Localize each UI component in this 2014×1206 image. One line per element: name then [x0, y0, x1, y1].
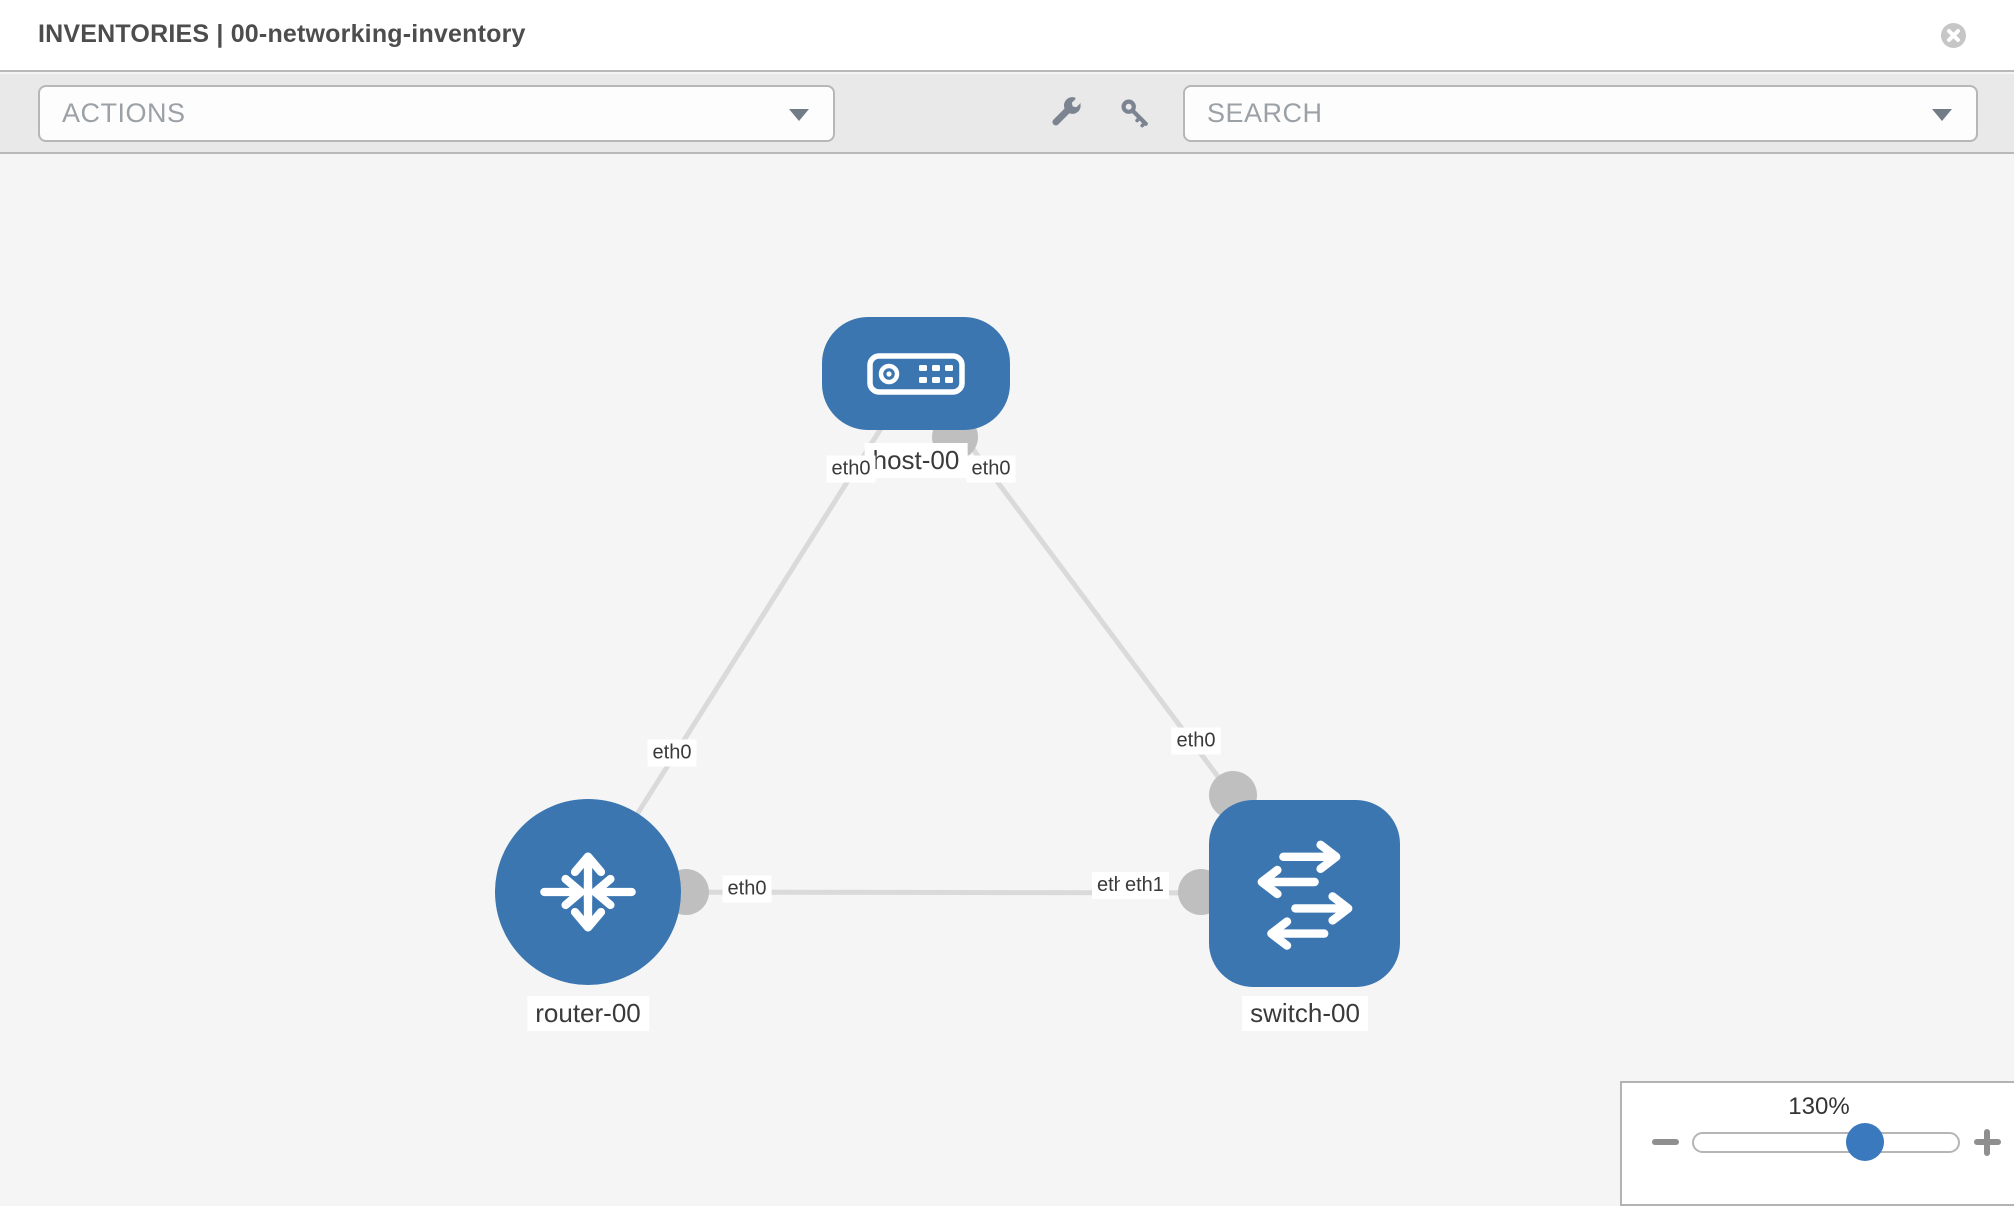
links-layer — [585, 371, 1308, 915]
page-title: INVENTORIES | 00-networking-inventory — [38, 20, 526, 48]
zoom-out-button[interactable] — [1652, 1139, 1679, 1145]
node-label-host: host-00 — [864, 443, 968, 478]
credentials-button[interactable] — [1117, 95, 1153, 131]
node-host-00[interactable] — [822, 317, 1010, 430]
chevron-down-icon — [789, 108, 809, 121]
interface-label: eth0 — [826, 455, 876, 483]
host-icon — [867, 352, 965, 395]
node-switch-00[interactable] — [1209, 800, 1400, 987]
key-icon — [1121, 99, 1148, 128]
close-icon — [1947, 29, 1960, 42]
actions-dropdown-label: ACTIONS — [62, 98, 186, 128]
toolbar: ACTIONS SEARCH — [0, 74, 2014, 154]
node-label-router: router-00 — [527, 996, 649, 1031]
header-bar: INVENTORIES | 00-networking-inventory — [0, 0, 2014, 72]
zoom-slider-track[interactable] — [1692, 1132, 1960, 1153]
zoom-slider-handle[interactable] — [1846, 1123, 1884, 1161]
interface-label: eth1 — [1120, 872, 1169, 899]
close-button[interactable] — [1941, 23, 1966, 48]
zoom-in-button[interactable] — [1974, 1129, 2001, 1156]
topology-canvas[interactable]: host-00 router-00 switch-00 eth0 eth0 et… — [0, 156, 2014, 1200]
zoom-panel: 130% — [1620, 1081, 2014, 1206]
search-placeholder: SEARCH — [1207, 98, 1323, 128]
interface-label: eth0 — [1171, 727, 1221, 755]
switch-icon — [1257, 840, 1352, 950]
interface-label: eth0 — [722, 875, 772, 903]
wrench-icon — [1052, 97, 1082, 126]
interface-label: eth0 — [966, 455, 1016, 483]
router-icon — [540, 852, 636, 932]
zoom-level-value: 130% — [1788, 1093, 1850, 1120]
actions-dropdown[interactable]: ACTIONS — [38, 85, 835, 142]
tools-button[interactable] — [1049, 95, 1085, 131]
search-dropdown[interactable]: SEARCH — [1183, 85, 1978, 142]
chevron-down-icon — [1932, 108, 1952, 121]
node-router-00[interactable] — [495, 799, 681, 985]
interface-label: eth0 — [647, 739, 697, 767]
node-label-switch: switch-00 — [1242, 996, 1368, 1031]
